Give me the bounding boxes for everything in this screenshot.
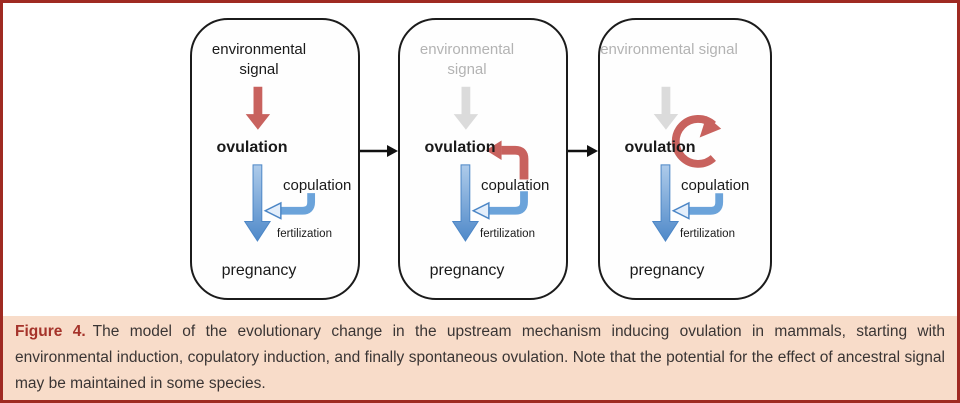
faded-env-signal-down-arrow	[653, 86, 679, 130]
panel-environmental-induction: environmental signal ovulation copulatio…	[190, 18, 360, 300]
panel-1-arrows	[243, 86, 316, 242]
panel-connector-arrow-1	[360, 145, 398, 157]
environmental-signal-label: environmental signal	[600, 41, 738, 58]
copulation-label: copulation	[681, 177, 750, 194]
panel-connector-arrow-2	[568, 145, 598, 157]
ovulation-self-loop-arrow	[671, 115, 716, 168]
panel-spontaneous-ovulation: environmental signal ovulation copulatio…	[598, 18, 772, 300]
evolution-model-diagram: environmental signal ovulation copulatio…	[3, 3, 957, 316]
copulation-arrowhead	[471, 201, 490, 220]
copulation-to-fertilization-arrow	[488, 191, 528, 215]
fertilization-label: fertilization	[277, 228, 332, 240]
copulation-to-ovulation-arrowhead	[485, 140, 502, 160]
panel-copulatory-induction: environmental signal ovulation copulatio…	[398, 18, 568, 300]
copulation-label: copulation	[481, 177, 550, 194]
faded-env-signal-down-arrow	[453, 86, 479, 130]
panel-2-arrows	[451, 86, 529, 242]
ovulation-to-pregnancy-arrow	[451, 164, 480, 242]
ovulation-label: ovulation	[424, 139, 496, 156]
environmental-signal-label: environmental signal	[211, 41, 307, 78]
fertilization-label: fertilization	[480, 228, 535, 240]
pregnancy-label: pregnancy	[629, 262, 705, 279]
ovulation-to-pregnancy-arrow	[651, 164, 680, 242]
panel-3-arrows	[651, 86, 724, 242]
env-signal-down-arrow	[245, 86, 271, 130]
figure-caption-text: The model of the evolutionary change in …	[15, 323, 945, 392]
environmental-signal-label: environmental signal	[419, 41, 515, 78]
figure-caption-block: Figure 4.The model of the evolutionary c…	[3, 316, 957, 400]
fertilization-label: fertilization	[680, 228, 735, 240]
pregnancy-label: pregnancy	[221, 262, 297, 279]
ovulation-label: ovulation	[216, 139, 288, 156]
copulation-to-ovulation-arrow	[501, 145, 529, 180]
ovulation-to-pregnancy-arrow	[243, 164, 272, 242]
figure-label: Figure 4.	[15, 323, 86, 340]
copulation-arrowhead	[263, 201, 282, 220]
copulation-to-fertilization-arrow	[688, 193, 724, 215]
copulation-label: copulation	[283, 177, 352, 194]
copulation-arrowhead	[671, 201, 690, 220]
pregnancy-label: pregnancy	[429, 262, 505, 279]
ovulation-self-loop-arrowhead	[699, 116, 722, 138]
ovulation-label: ovulation	[624, 139, 696, 156]
copulation-to-fertilization-arrow	[280, 193, 316, 215]
